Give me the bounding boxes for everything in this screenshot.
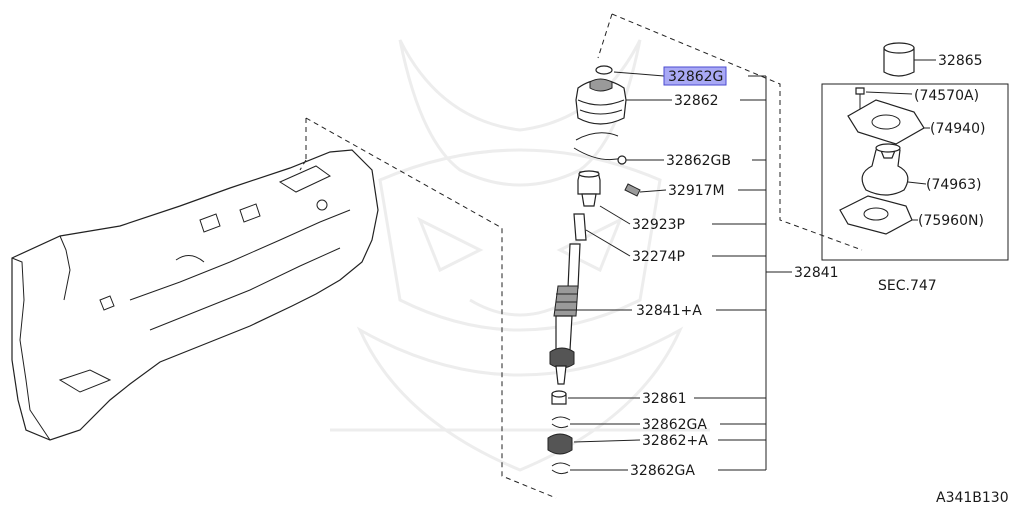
label-32917M[interactable]: 32917M: [668, 183, 725, 199]
diagram-code: A341B130: [936, 490, 1009, 506]
label-32861[interactable]: 32861: [642, 391, 687, 407]
housing-dashed-outline: [299, 117, 557, 499]
label-32862G[interactable]: 32862G: [668, 69, 723, 85]
label-32862A[interactable]: 32862+A: [642, 433, 708, 449]
label-32923P[interactable]: 32923P: [632, 217, 685, 233]
label-32862GA-upper[interactable]: 32862GA: [642, 417, 707, 433]
label-32862GA-lower[interactable]: 32862GA: [630, 463, 695, 479]
label-32841[interactable]: 32841: [794, 265, 839, 281]
label-75960N[interactable]: (75960N): [918, 213, 984, 229]
label-32862GB[interactable]: 32862GB: [666, 153, 731, 169]
label-32841A[interactable]: 32841+A: [636, 303, 702, 319]
selected-part-highlight: [663, 66, 727, 86]
lever-dashed-outline: [597, 13, 863, 251]
label-74570A[interactable]: (74570A): [914, 88, 979, 104]
label-74963[interactable]: (74963): [926, 177, 981, 193]
sec747-group: [821, 42, 1009, 261]
shift-lever-parts: [547, 65, 641, 475]
leader-lines: [568, 71, 792, 471]
transmission-housing: [11, 149, 379, 441]
part-labels: 32865 32862G 32862 32862GB 32917M 32923P…: [630, 53, 1009, 506]
label-74940[interactable]: (74940): [930, 121, 985, 137]
label-32862[interactable]: 32862: [674, 93, 719, 109]
label-sec747[interactable]: SEC.747: [878, 278, 937, 294]
label-32865[interactable]: 32865: [938, 53, 983, 69]
label-32274P[interactable]: 32274P: [632, 249, 685, 265]
